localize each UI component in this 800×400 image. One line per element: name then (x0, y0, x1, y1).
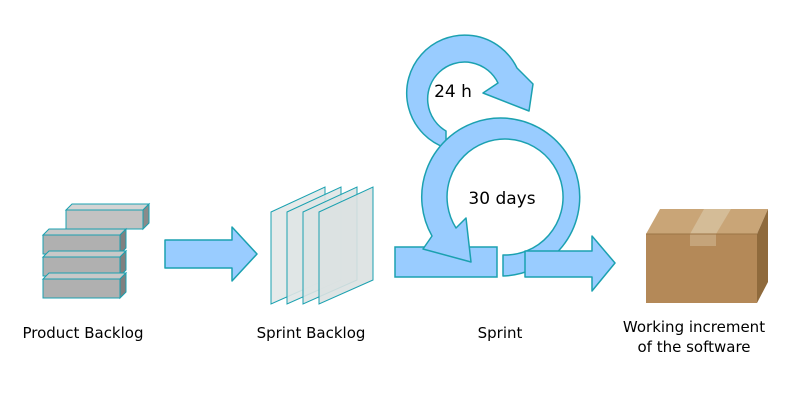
sprint-cycle-icon: 24 h 30 days (394, 34, 581, 278)
backlog-block (41, 249, 128, 278)
product-backlog-stack-icon (41, 202, 151, 300)
sprint-label: Sprint (477, 324, 523, 342)
working-increment-line1: Working increment (622, 318, 766, 336)
working-increment-label: Working increment of the software (612, 317, 776, 357)
backlog-block (41, 271, 128, 300)
flow-arrow-icon (164, 226, 258, 282)
daily-cycle-label: 24 h (434, 82, 472, 102)
sprint-backlog-sheets-icon (270, 186, 374, 305)
working-increment-box-icon (646, 209, 768, 303)
sprint-cycle-label: 30 days (468, 189, 535, 209)
backlog-block (41, 227, 128, 256)
sprint-backlog-label: Sprint Backlog (256, 324, 366, 342)
sprint-cycle-arrow-icon (421, 117, 581, 277)
product-backlog-label: Product Backlog (22, 324, 144, 342)
output-arrow-icon (524, 235, 616, 292)
working-increment-line2: of the software (637, 338, 751, 356)
backlog-block (64, 202, 151, 231)
daily-cycle-arrow-icon (406, 34, 534, 149)
